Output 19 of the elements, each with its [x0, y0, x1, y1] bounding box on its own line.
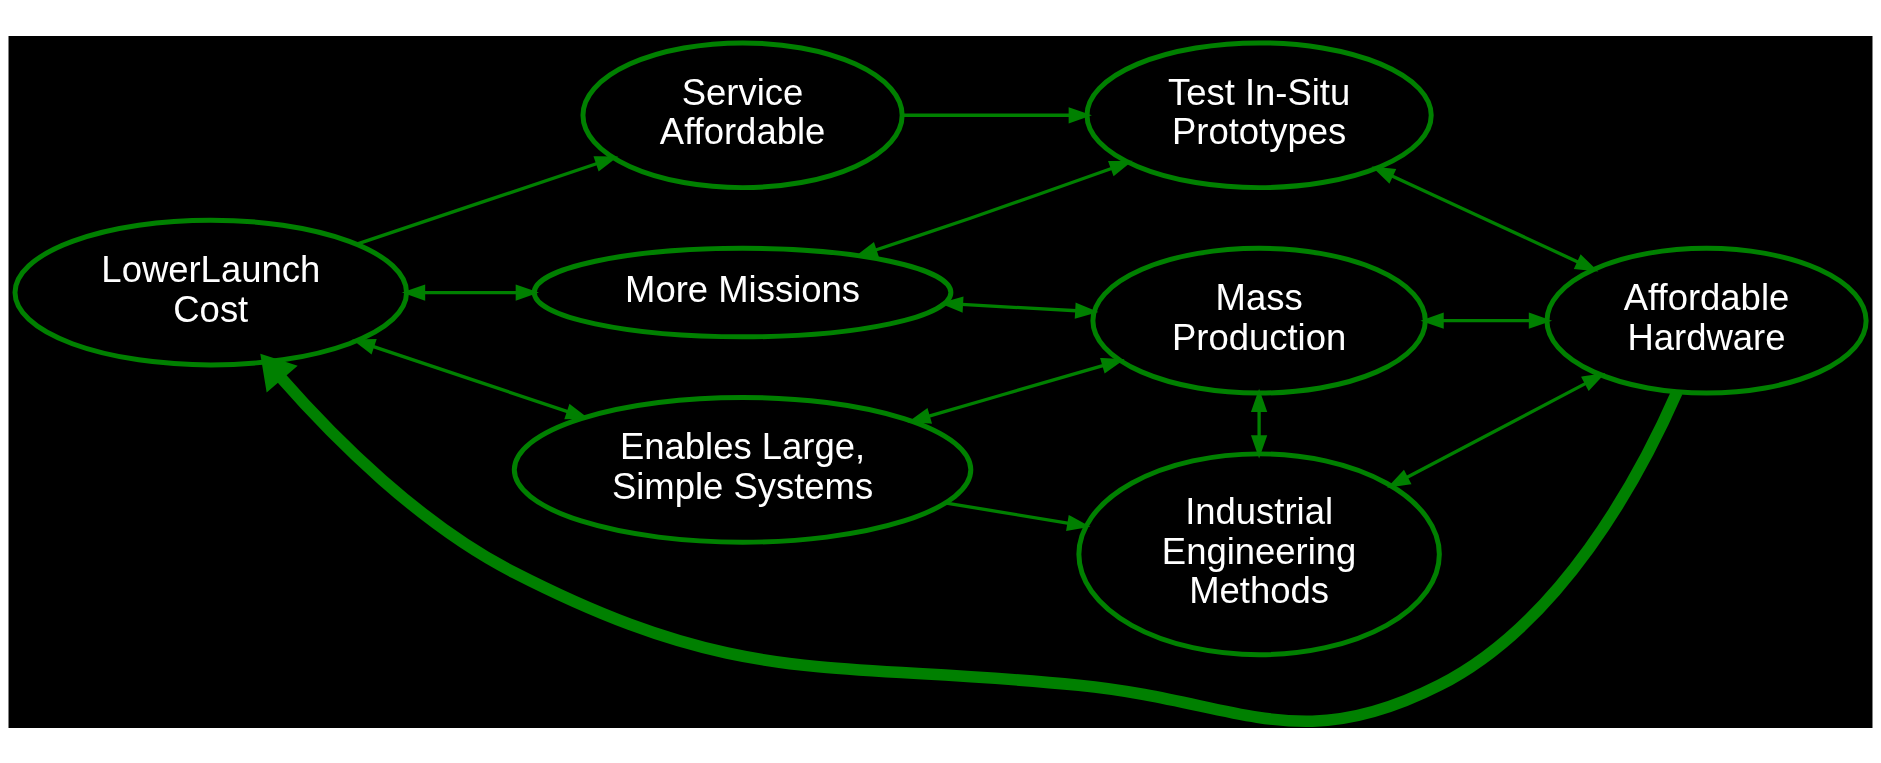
- node-ellipse: Service Affordable: [580, 39, 905, 190]
- arrow: [907, 357, 1125, 424]
- arrow: [260, 353, 1683, 727]
- arrow: [946, 500, 1091, 531]
- node-ellipse: Test In-Situ Prototypes: [1084, 39, 1434, 190]
- node-ellipse: Affordable Hardware: [1544, 245, 1869, 396]
- arrow: [356, 155, 619, 246]
- arrow: [1250, 388, 1268, 458]
- arrow: [1420, 312, 1553, 329]
- node-ellipse: LowerLaunch Cost: [12, 217, 410, 367]
- node-ellipse: Mass Production: [1090, 245, 1428, 396]
- node-ellipse: Enables Large, Simple Systems: [511, 394, 974, 545]
- arrow: [1387, 372, 1606, 488]
- arrow: [939, 295, 1099, 319]
- arrow: [401, 283, 539, 301]
- node-ellipse: More Missions: [531, 245, 954, 339]
- node-ellipse: Industrial Engineering Methods: [1076, 450, 1442, 657]
- arrow: [1371, 166, 1599, 271]
- arrow: [902, 106, 1092, 123]
